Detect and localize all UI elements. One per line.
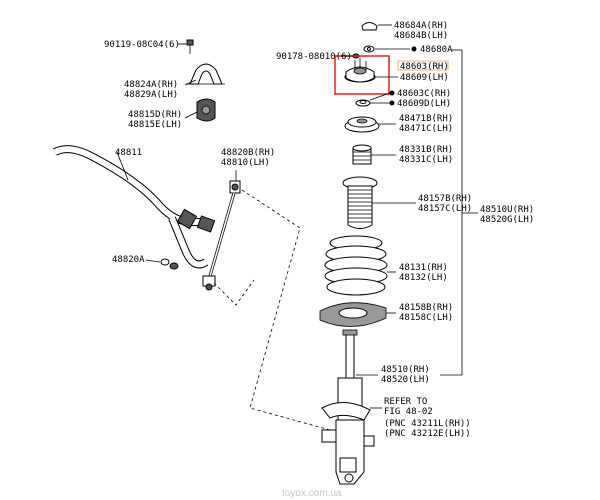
label-48820b: 48820B(RH) 48810(LH) (221, 148, 275, 168)
label-48811: 48811 (115, 148, 142, 158)
coil-spring-48131-drawing (324, 235, 388, 296)
leader-lines-left (116, 43, 237, 263)
svg-text:48603(RH): 48603(RH) (400, 62, 449, 72)
stabilizer-bar-48811-drawing (53, 145, 216, 269)
bearing-48471-drawing (344, 116, 380, 133)
label-48331: 48331B(RH) 48331C(LH) (399, 145, 453, 165)
label-48510: 48510(RH) 48520(LH) (381, 365, 430, 385)
washer-48603c-drawing (355, 99, 371, 107)
svg-text:48157B(RH): 48157B(RH) (418, 194, 472, 204)
label-48157: 48157B(RH) 48157C(LH) (418, 194, 472, 214)
svg-text:48158C(LH): 48158C(LH) (399, 313, 453, 323)
label-48824: 48824A(RH) 48829A(LH) (124, 80, 178, 100)
svg-text:48829A(LH): 48829A(LH) (124, 90, 178, 100)
assembly-bracket (440, 49, 478, 376)
label-48815: 48815D(RH) 48815E(LH) (128, 110, 182, 130)
label-48680: 48680A (420, 45, 453, 55)
svg-text:48510(RH): 48510(RH) (381, 365, 430, 375)
svg-text:FIG 48-02: FIG 48-02 (384, 407, 433, 417)
stabilizer-link-48820b-drawing (202, 180, 241, 291)
label-90119: 90119-08C04(6) (104, 40, 180, 50)
dust-boot-48157-drawing (342, 176, 378, 229)
watermark: toyox.com.ua (282, 488, 342, 499)
svg-text:48471B(RH): 48471B(RH) (399, 114, 453, 124)
svg-text:48824A(RH): 48824A(RH) (124, 80, 178, 90)
svg-text:48158B(RH): 48158B(RH) (399, 303, 453, 313)
svg-text:48520G(LH): 48520G(LH) (480, 215, 534, 225)
highlight-box (334, 55, 390, 95)
svg-text:(PNC 43211L(RH)): (PNC 43211L(RH)) (384, 419, 471, 429)
bolt-90119-drawing (182, 39, 194, 54)
bracket-48824-drawing (186, 63, 225, 85)
svg-text:48131(RH): 48131(RH) (399, 263, 448, 273)
bushing-48815-drawing (196, 98, 216, 122)
nut-48820a-drawing (160, 258, 179, 270)
leader-lines-right (341, 24, 417, 409)
label-48684: 48684A(RH) 48684B(LH) (394, 21, 448, 41)
svg-text:REFER TO: REFER TO (384, 397, 427, 407)
label-48510u: 48510U(RH) 48520G(LH) (480, 205, 534, 225)
label-48131: 48131(RH) 48132(LH) (399, 263, 448, 283)
label-48158: 48158B(RH) 48158C(LH) (399, 303, 453, 323)
svg-text:48157C(LH): 48157C(LH) (418, 204, 472, 214)
label-90178: 90178-08010(6) (276, 52, 352, 62)
dashed-leaders (213, 189, 331, 431)
upper-mount-48603-drawing (344, 58, 376, 83)
label-48471: 48471B(RH) 48471C(LH) (399, 114, 453, 134)
svg-text:48609(LH): 48609(LH) (400, 73, 449, 83)
bump-stop-48331-drawing (352, 144, 372, 165)
svg-text:48510U(RH): 48510U(RH) (480, 205, 534, 215)
svg-text:48609D(LH): 48609D(LH) (397, 99, 451, 109)
spring-seat-48158-drawing (319, 302, 387, 327)
svg-text:48810(LH): 48810(LH) (221, 158, 270, 168)
svg-text:48132(LH): 48132(LH) (399, 273, 448, 283)
shock-absorber-48510-drawing (321, 329, 375, 485)
label-48603c: 48603C(RH) 48609D(LH) (397, 89, 451, 109)
svg-text:48520(LH): 48520(LH) (381, 375, 430, 385)
svg-text:48684A(RH): 48684A(RH) (394, 21, 448, 31)
svg-text:48815D(RH): 48815D(RH) (128, 110, 182, 120)
svg-text:48471C(LH): 48471C(LH) (399, 124, 453, 134)
refer-note: REFER TO FIG 48-02 (PNC 43211L(RH)) (PNC… (384, 397, 471, 439)
svg-text:48603C(RH): 48603C(RH) (397, 89, 451, 99)
svg-text:48684B(LH): 48684B(LH) (394, 31, 448, 41)
svg-text:48815E(LH): 48815E(LH) (128, 120, 182, 130)
cap-48684-drawing (361, 22, 378, 31)
label-48820a: 48820A (112, 255, 145, 265)
svg-text:48820B(RH): 48820B(RH) (221, 148, 275, 158)
svg-text:48331C(LH): 48331C(LH) (399, 155, 453, 165)
nut-48680-drawing (363, 45, 375, 53)
svg-text:(PNC 43212E(LH)): (PNC 43212E(LH)) (384, 429, 471, 439)
label-48603-highlighted: 48603(RH) 48609(LH) (397, 60, 449, 83)
svg-text:48331B(RH): 48331B(RH) (399, 145, 453, 155)
